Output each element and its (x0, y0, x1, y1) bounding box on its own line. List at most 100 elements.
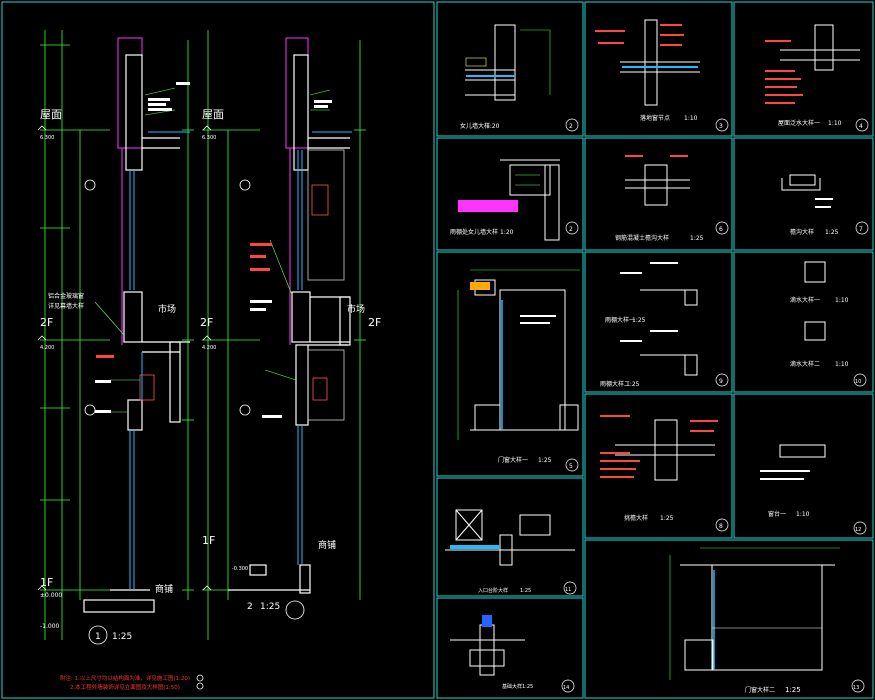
window-frames (139, 149, 345, 421)
detail-num-d4: 4 (859, 123, 863, 130)
detail-title-d8: 挑檐大样 (624, 514, 648, 522)
detail-frame-d4 (733, 1, 874, 137)
floor-mark-base: -1.000 (40, 623, 60, 630)
detail-titles: 女儿墙大样 1:20 2 落地窗节点 1:10 3 屋面泛水大样一 1:10 4… (450, 114, 869, 694)
detail-title-d9a: 雨棚大样一 (605, 316, 635, 324)
detail-scale-d5: 1:25 (538, 457, 552, 464)
detail-scale-d2a: 1:20 (486, 123, 500, 130)
detail-frame-d10 (733, 251, 874, 393)
room-label-market-right: 市场 (347, 303, 365, 315)
detail-title-d7: 檐沟大样 (790, 228, 814, 236)
level-label-2f-right: 2F (200, 316, 213, 329)
level-label-1f-right: 1F (202, 534, 215, 547)
detail-scale-d9b: 1:25 (626, 381, 640, 388)
detail-num-d12: 12 (855, 527, 861, 533)
floor-mark-1f: ±0.000 (40, 592, 62, 599)
detail-num-d10: 10 (855, 379, 861, 385)
section-markers (84, 179, 305, 690)
detail-num-d6: 6 (719, 226, 723, 233)
section-scale-1: 1:25 (112, 632, 132, 642)
detail-frame-d14 (436, 597, 584, 699)
section-number-1: 1 (95, 632, 101, 642)
note-line-1: 附注: 1.以上尺寸均以结构面为准，详见施工图(1:20) (60, 674, 190, 682)
level-label-1f-left: 1F (40, 576, 53, 589)
detail-scale-d12: 1:10 (796, 511, 810, 518)
detail-frame-d7 (733, 137, 874, 251)
note-line-2: 2.本工程外墙装饰详见立面图及大样图(1:50) (70, 683, 180, 691)
detail-scale-d6: 1:25 (690, 235, 704, 242)
detail-num-d9: 9 (719, 378, 723, 385)
detail-title-d10a: 滴水大样一 (790, 296, 820, 304)
detail-scale-d13: 1:25 (785, 686, 801, 694)
detail-title-d2a: 女儿墙大样 (460, 122, 490, 130)
detail-frame-d11 (436, 477, 584, 597)
column-outlines (117, 37, 309, 345)
detail-scale-d10a: 1:10 (835, 297, 849, 304)
leader-lines (94, 87, 331, 413)
detail-frame-d3 (584, 1, 733, 137)
detail-title-d4: 屋面泛水大样一 (778, 119, 820, 127)
detail-num-d8: 8 (719, 523, 723, 530)
room-label-market-left: 市场 (158, 303, 176, 315)
elev-value-2f-left: 4.200 (40, 345, 54, 351)
detail-num-d2b: 2 (569, 226, 573, 233)
elevation-panel-frame (1, 1, 435, 699)
detail-num-d2a: 2 (569, 123, 573, 130)
detail-scale-d10b: 1:10 (835, 361, 849, 368)
detail-title-d10b: 滴水大样二 (790, 360, 820, 368)
detail-title-d9b: 雨棚大样二 (600, 380, 630, 388)
level-label-roof-left: 屋面 (40, 108, 62, 121)
level-marks (37, 125, 212, 591)
room-label-shop-left: 商铺 (155, 583, 173, 595)
detail-title-d11: 入口台阶大样 (478, 587, 508, 594)
detail-scale-d9a: 1:25 (632, 317, 646, 324)
detail-title-d3: 落地窗节点 (640, 114, 670, 122)
detail-frame-d12 (733, 393, 874, 539)
detail-scale-d8: 1:25 (660, 515, 674, 522)
detail-num-d14: 14 (563, 685, 569, 691)
detail-frame-d6 (584, 137, 733, 251)
elev-value-2f-right: 4.200 (202, 345, 216, 351)
detail-frame-d9 (584, 251, 733, 393)
dimension-lines-left (40, 30, 366, 640)
detail-title-d14: 基础大样 (502, 683, 522, 690)
detail-num-d11: 11 (565, 587, 571, 593)
callout-curtain-wall: 详见幕墙大样 (48, 302, 84, 310)
detail-scale-d3: 1:10 (684, 115, 698, 122)
elev-value-roof-right: 6.300 (202, 135, 216, 141)
room-label-shop-right: 商铺 (318, 539, 336, 551)
detail-scale-d4: 1:10 (828, 120, 842, 127)
detail-scale-d2b: 1:20 (500, 229, 514, 236)
wall-section-drawing: 屋面 2F 1F 屋面 2F 2F 1F 市场 商铺 市场 商铺 6.300 4… (37, 30, 381, 691)
detail-scale-d11: 1:25 (520, 588, 531, 594)
wall-outlines (83, 54, 351, 613)
level-label-roof-right: 屋面 (202, 108, 224, 121)
detail-num-d5: 5 (569, 463, 573, 470)
detail-title-d6: 钢筋混凝土檐沟大样 (615, 234, 669, 242)
detail-num-d3: 3 (719, 123, 723, 130)
detail-frame-d13 (584, 539, 874, 699)
callout-window: 铝合金玻璃窗 (48, 292, 84, 300)
level-label-2f-left: 2F (40, 316, 53, 329)
section-number-2: 2 (247, 602, 253, 612)
detail-drawings (445, 19, 860, 680)
detail-scale-d7: 1:25 (825, 229, 839, 236)
detail-frame-d5 (436, 251, 584, 477)
level-label-2f-right-b: 2F (368, 316, 381, 329)
detail-title-d13: 门窗大样二 (745, 686, 775, 694)
elev-value-roof-left: 6.300 (40, 135, 54, 141)
detail-title-d12: 窗台一 (768, 510, 786, 518)
detail-frame-d2a (436, 1, 584, 137)
glass-curtain-lines (129, 131, 352, 590)
detail-frame-d8 (584, 393, 733, 539)
elev-value-ext-right: -0.300 (232, 566, 248, 572)
detail-num-d13: 13 (853, 685, 859, 691)
section-scale-2: 1:25 (260, 602, 280, 612)
detail-title-d5: 门窗大样一 (498, 456, 528, 464)
leader-labels-small (95, 82, 332, 418)
detail-frame-d2b (436, 137, 584, 251)
detail-num-d7: 7 (859, 226, 863, 233)
leader-labels-red (96, 243, 272, 358)
